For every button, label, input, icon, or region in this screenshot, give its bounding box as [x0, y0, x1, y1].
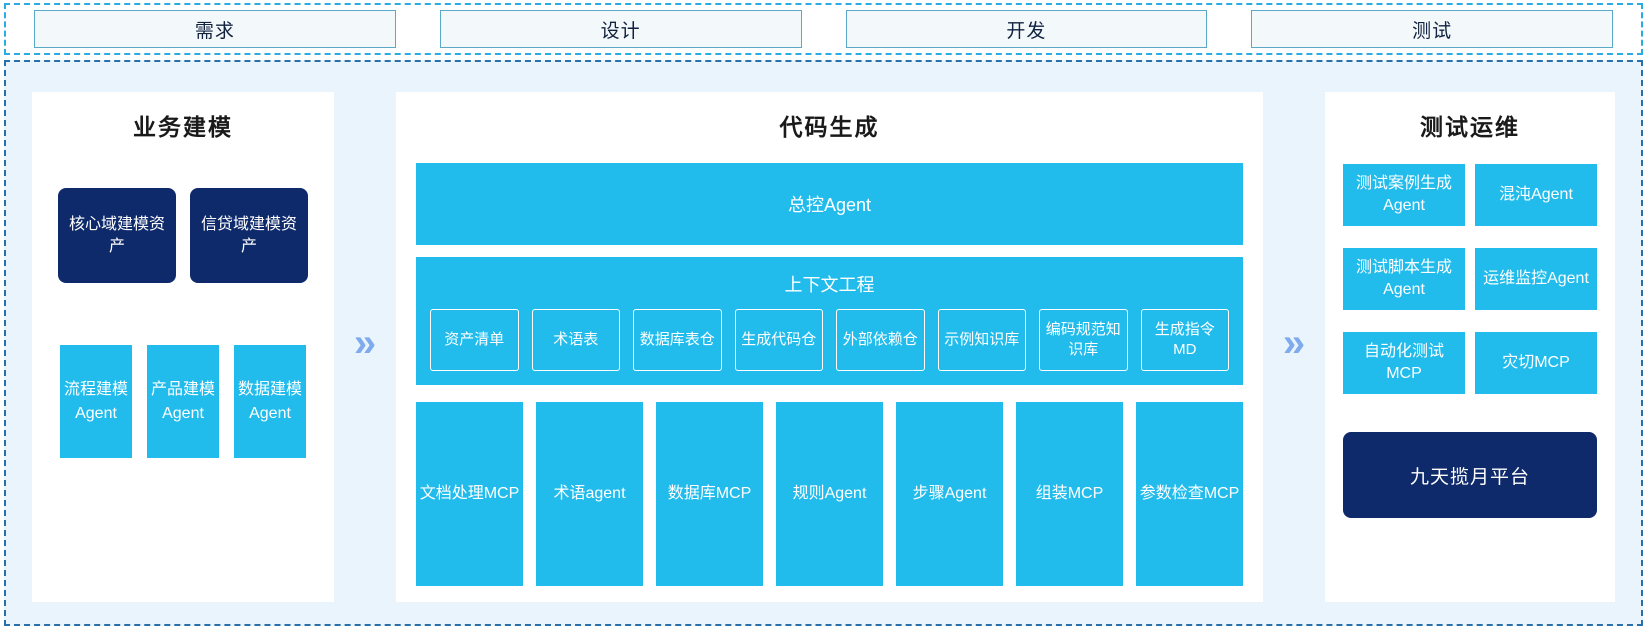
- modeling-agent-row: 流程建模Agent 产品建模Agent 数据建模Agent: [54, 345, 312, 458]
- phase-tab-design[interactable]: 设计: [439, 10, 802, 48]
- asset-card-core-domain[interactable]: 核心域建模资产: [58, 188, 176, 283]
- tool-card-document-processing-mcp[interactable]: 文档处理MCP: [416, 402, 523, 586]
- context-item-glossary[interactable]: 术语表: [531, 309, 620, 371]
- modeling-agent-product[interactable]: 产品建模Agent: [147, 345, 219, 458]
- test-card-ops-monitoring-agent[interactable]: 运维监控Agent: [1475, 248, 1597, 310]
- phase-tab-requirements[interactable]: 需求: [34, 10, 396, 48]
- platform-card-jiutian[interactable]: 九天揽月平台: [1343, 432, 1597, 518]
- context-item-instruction-md[interactable]: 生成指令MD: [1140, 309, 1229, 371]
- tool-card-rule-agent[interactable]: 规则Agent: [776, 402, 883, 586]
- asset-card-credit-domain[interactable]: 信贷域建模资产: [190, 188, 308, 283]
- context-item-asset-inventory[interactable]: 资产清单: [430, 309, 519, 371]
- context-engineering-title: 上下文工程: [784, 275, 875, 295]
- context-item-coding-standard-knowledge-base[interactable]: 编码规范知识库: [1039, 309, 1128, 371]
- phase-tab-testing[interactable]: 测试: [1251, 10, 1613, 48]
- test-operations-card-grid: 测试案例生成Agent 混沌Agent 测试脚本生成Agent 运维监控Agen…: [1343, 164, 1597, 394]
- asset-card-row: 核心域建模资产 信贷域建模资产: [54, 188, 312, 283]
- tool-card-parameter-check-mcp[interactable]: 参数检查MCP: [1136, 402, 1243, 586]
- tool-card-step-agent[interactable]: 步骤Agent: [896, 402, 1003, 586]
- context-engineering-block: 上下文工程 资产清单 术语表 数据库表仓 生成代码仓 外部依赖仓 示例知识库 编…: [416, 257, 1243, 385]
- test-card-chaos-agent[interactable]: 混沌Agent: [1475, 164, 1597, 226]
- panel-code-generation: 代码生成 总控Agent 上下文工程 资产清单 术语表 数据库表仓 生成代码仓 …: [396, 92, 1263, 602]
- phase-tab-development[interactable]: 开发: [845, 10, 1208, 48]
- tool-card-database-mcp[interactable]: 数据库MCP: [656, 402, 763, 586]
- code-generation-body: 总控Agent 上下文工程 资产清单 术语表 数据库表仓 生成代码仓 外部依赖仓…: [396, 142, 1263, 602]
- context-item-example-knowledge-base[interactable]: 示例知识库: [937, 309, 1026, 371]
- modeling-agent-data[interactable]: 数据建模Agent: [234, 345, 306, 458]
- tool-card-row: 文档处理MCP 术语agent 数据库MCP 规则Agent 步骤Agent 组…: [416, 402, 1243, 586]
- double-chevron-right-icon-2: »: [1282, 321, 1306, 365]
- context-item-external-dependency-repo[interactable]: 外部依赖仓: [836, 309, 925, 371]
- tool-card-glossary-agent[interactable]: 术语agent: [536, 402, 643, 586]
- test-operations-body: 测试案例生成Agent 混沌Agent 测试脚本生成Agent 运维监控Agen…: [1325, 142, 1615, 602]
- test-card-disaster-switch-mcp[interactable]: 灾切MCP: [1475, 332, 1597, 394]
- panel-test-operations: 测试运维 测试案例生成Agent 混沌Agent 测试脚本生成Agent 运维监…: [1325, 92, 1615, 602]
- phase-bar: 需求 设计 开发 测试: [4, 3, 1643, 55]
- panel-title-business-modeling: 业务建模: [133, 114, 233, 140]
- context-item-row: 资产清单 术语表 数据库表仓 生成代码仓 外部依赖仓 示例知识库 编码规范知识库…: [430, 309, 1229, 371]
- test-card-script-generation-agent[interactable]: 测试脚本生成Agent: [1343, 248, 1465, 310]
- context-item-db-table-repo[interactable]: 数据库表仓: [633, 309, 722, 371]
- panel-title-test-operations: 测试运维: [1420, 114, 1520, 140]
- double-chevron-right-icon-1: »: [353, 321, 377, 365]
- context-item-generated-code-repo[interactable]: 生成代码仓: [734, 309, 823, 371]
- business-modeling-body: 核心域建模资产 信贷域建模资产 流程建模Agent 产品建模Agent 数据建模…: [32, 142, 334, 602]
- modeling-agent-process[interactable]: 流程建模Agent: [60, 345, 132, 458]
- test-card-case-generation-agent[interactable]: 测试案例生成Agent: [1343, 164, 1465, 226]
- panel-business-modeling: 业务建模 核心域建模资产 信贷域建模资产 流程建模Agent 产品建模Agent…: [32, 92, 334, 602]
- master-agent-card[interactable]: 总控Agent: [416, 163, 1243, 245]
- panel-title-code-generation: 代码生成: [779, 114, 880, 140]
- pipeline-region: 业务建模 核心域建模资产 信贷域建模资产 流程建模Agent 产品建模Agent…: [4, 60, 1643, 626]
- test-card-automation-test-mcp[interactable]: 自动化测试MCP: [1343, 332, 1465, 394]
- tool-card-assembly-mcp[interactable]: 组装MCP: [1016, 402, 1123, 586]
